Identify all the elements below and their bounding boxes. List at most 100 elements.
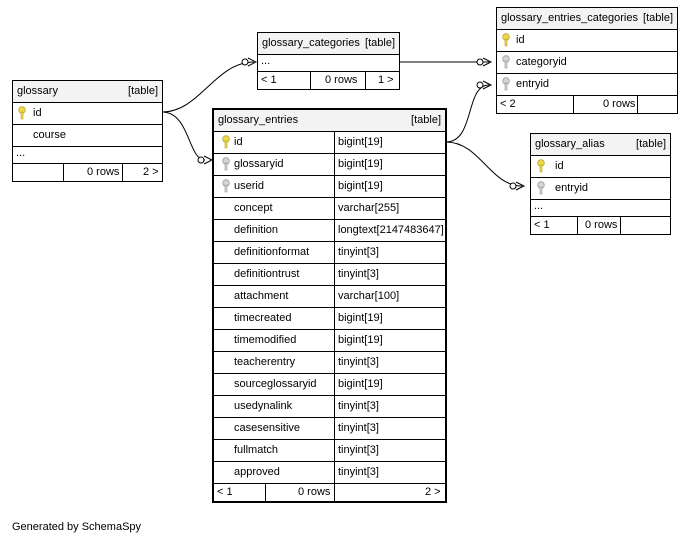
table-name: glossary_entries_categories xyxy=(501,12,638,24)
parent-count[interactable]: < 1 xyxy=(217,486,233,498)
table-glossary-entries-categories[interactable]: glossary_entries_categories [table] id c… xyxy=(496,7,678,114)
table-name: glossary_alias xyxy=(535,138,605,150)
column-row-definitiontrust: definitiontrust tinyint[3] xyxy=(214,264,445,286)
table-footer: < 1 0 rows xyxy=(531,217,670,234)
table-tag: [table] xyxy=(365,37,395,49)
column-name: timemodified xyxy=(234,334,297,346)
column-type: tinyint[3] xyxy=(334,396,445,417)
table-glossary-categories[interactable]: glossary_categories [table] ... < 1 0 ro… xyxy=(257,32,400,90)
table-footer: 0 rows 2 > xyxy=(13,164,162,181)
foreign-key-icon xyxy=(537,181,545,195)
crowfoot-entries-categories-top xyxy=(476,57,493,67)
column-type: bigint[19] xyxy=(334,176,445,197)
foreign-key-icon xyxy=(222,157,230,171)
column-name: usedynalink xyxy=(234,400,293,412)
column-name: userid xyxy=(234,180,264,192)
row-count: 0 rows xyxy=(325,74,358,86)
table-header: glossary [table] xyxy=(13,81,162,103)
table-header: glossary_entries [table] xyxy=(214,110,445,132)
column-name: definitionformat xyxy=(234,246,310,258)
edge-glossary-to-entries xyxy=(161,111,206,161)
table-header: glossary_alias [table] xyxy=(531,134,670,156)
column-name: course xyxy=(33,129,67,141)
column-type: bigint[19] xyxy=(334,132,445,153)
column-type: varchar[255] xyxy=(334,198,445,219)
row-count: 0 rows xyxy=(298,486,331,498)
crowfoot-categories xyxy=(241,57,258,67)
column-name: categoryid xyxy=(516,56,567,68)
child-count[interactable]: 2 > xyxy=(425,486,441,498)
credit-text: Generated by SchemaSpy xyxy=(12,521,142,533)
column-name: timecreated xyxy=(234,312,292,324)
child-count[interactable]: 2 > xyxy=(143,166,159,178)
column-name: id xyxy=(555,160,564,172)
column-row-timemodified: timemodified bigint[19] xyxy=(214,330,445,352)
column-name: glossaryid xyxy=(234,158,284,170)
primary-key-icon xyxy=(18,106,26,120)
column-name: entryid xyxy=(516,78,550,90)
column-type: tinyint[3] xyxy=(334,352,445,373)
column-row-definitionformat: definitionformat tinyint[3] xyxy=(214,242,445,264)
column-row-id: id xyxy=(497,30,677,52)
more-columns: ... xyxy=(13,147,162,164)
column-row-concept: concept varchar[255] xyxy=(214,198,445,220)
column-name: id xyxy=(234,136,243,148)
edge-entries-to-entries-categories xyxy=(445,84,490,143)
column-row-course: course xyxy=(13,125,162,147)
column-row-categoryid: categoryid xyxy=(497,52,677,74)
column-name: entryid xyxy=(555,182,589,194)
more-columns: ... xyxy=(258,55,399,72)
edge-glossary-to-categories xyxy=(161,61,255,113)
foreign-key-icon xyxy=(502,77,510,91)
table-glossary[interactable]: glossary [table] id course ... 0 rows 2 … xyxy=(12,80,163,182)
column-type: bigint[19] xyxy=(334,330,445,351)
table-tag: [table] xyxy=(128,85,158,97)
column-name: id xyxy=(516,34,525,46)
crowfoot-entries xyxy=(197,155,214,165)
child-count[interactable]: 1 > xyxy=(378,74,394,86)
parent-count[interactable]: < 1 xyxy=(261,74,277,86)
foreign-key-icon xyxy=(222,179,230,193)
row-count: 0 rows xyxy=(603,98,636,110)
table-footer: < 1 0 rows 1 > xyxy=(258,72,399,89)
column-name: concept xyxy=(234,202,273,214)
parent-count[interactable]: < 2 xyxy=(500,98,516,110)
column-type: tinyint[3] xyxy=(334,242,445,263)
column-name: attachment xyxy=(234,290,289,302)
column-row-attachment: attachment varchar[100] xyxy=(214,286,445,308)
table-glossary-alias[interactable]: glossary_alias [table] id entryid ... < … xyxy=(530,133,671,235)
column-name: definition xyxy=(234,224,279,236)
table-header: glossary_entries_categories [table] xyxy=(497,8,677,30)
column-row-entryid: entryid xyxy=(497,74,677,96)
column-row-usedynalink: usedynalink tinyint[3] xyxy=(214,396,445,418)
column-type: tinyint[3] xyxy=(334,264,445,285)
foreign-key-icon xyxy=(502,55,510,69)
column-type: varchar[100] xyxy=(334,286,445,307)
column-name: definitiontrust xyxy=(234,268,300,280)
column-type: tinyint[3] xyxy=(334,440,445,461)
table-tag: [table] xyxy=(636,138,666,150)
column-type: tinyint[3] xyxy=(334,418,445,439)
column-type: longtext[2147483647] xyxy=(334,220,445,241)
row-count: 0 rows xyxy=(585,219,618,231)
primary-key-icon xyxy=(502,33,510,47)
column-name: id xyxy=(33,107,42,119)
table-footer: < 1 0 rows 2 > xyxy=(214,484,445,501)
column-row-userid: userid bigint[19] xyxy=(214,176,445,198)
column-type: bigint[19] xyxy=(334,308,445,329)
column-name: approved xyxy=(234,466,280,478)
table-name: glossary_categories xyxy=(262,37,360,49)
row-count: 0 rows xyxy=(87,166,120,178)
column-row-entryid: entryid xyxy=(531,178,670,200)
column-row-id: id xyxy=(531,156,670,178)
parent-count[interactable]: < 1 xyxy=(534,219,550,231)
